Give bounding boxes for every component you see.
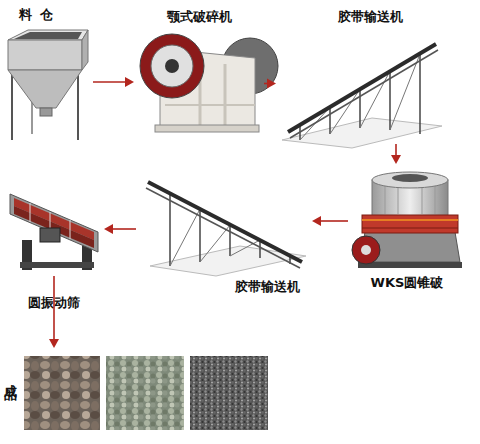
cone-crusher-drawing [352, 172, 462, 268]
hopper-drawing-part [14, 32, 82, 39]
arrow-line [93, 81, 127, 83]
arrow-head [267, 79, 276, 89]
jaw-crusher-drawing-part [224, 64, 227, 126]
hopper-drawing-part [77, 70, 79, 140]
belt-conveyor-drawing-part [288, 44, 436, 132]
cone-crusher-drawing-part [352, 236, 380, 264]
flow-arrow [93, 77, 134, 87]
cone-crusher-drawing-part [435, 182, 436, 214]
belt-conveyor-drawing-part [230, 240, 260, 256]
cone-crusher-drawing-part [358, 262, 462, 268]
jaw-crusher-drawing [140, 34, 278, 132]
hopper-drawing-part [8, 70, 82, 108]
node-label: WKS圆锥破 [352, 274, 462, 292]
node-label: 圆振动筛 [8, 294, 100, 312]
belt-conveyor-drawing-part [290, 50, 438, 138]
jaw-crusher-drawing-part [155, 125, 259, 132]
node-label: 胶带输送机 [300, 8, 440, 26]
cone-crusher-drawing-part [362, 228, 458, 229]
vibrating-screen-drawing-part [40, 228, 60, 242]
belt-conveyor-drawing-part [200, 225, 230, 262]
equipment-node: 圆振动筛 [8, 188, 100, 272]
cone-crusher-drawing-part [372, 172, 448, 188]
hopper-drawing-part [40, 108, 52, 116]
arrow-line [264, 83, 269, 85]
vibrating-screen-drawing-part [14, 206, 94, 248]
belt-conveyor-drawing-part [170, 209, 200, 266]
arrow-head [312, 216, 321, 226]
belt-conveyor-drawing-part [329, 107, 331, 134]
belt-conveyor-drawing-part [390, 54, 420, 130]
belt-conveyor-drawing-part [389, 71, 391, 130]
product-samples-part [190, 356, 268, 430]
belt-conveyor-drawing-part [146, 188, 300, 268]
flow-arrow [104, 224, 136, 234]
node-label: 颚式破碎机 [138, 8, 260, 26]
arrow-line [53, 276, 55, 341]
flow-arrow [264, 79, 276, 89]
belt-conveyor-drawing-part [359, 89, 361, 128]
product-samples-part [24, 356, 100, 430]
hopper-drawing-part [8, 40, 82, 70]
equipment-node: 成品 [2, 352, 274, 432]
jaw-crusher-drawing-part [151, 45, 193, 87]
belt-conveyor-drawing-part [419, 54, 421, 134]
hopper-drawing-part [11, 70, 13, 140]
belt-conveyor-drawing-part [169, 193, 171, 266]
product-samples-part [106, 356, 184, 430]
belt-conveyor-drawing-part [148, 182, 302, 262]
equipment-node: 颚式破碎机 [138, 32, 260, 132]
arrow-line [319, 220, 348, 222]
hopper-drawing-part [82, 30, 88, 70]
vibrating-screen-drawing-part [30, 203, 31, 222]
arrow-head [104, 224, 113, 234]
arrow-head [125, 77, 134, 87]
node-label: 胶带输送机 [212, 278, 322, 296]
jaw-crusher-drawing-part [140, 34, 204, 98]
cone-crusher-drawing-part [361, 245, 371, 255]
equipment-node: 胶带输送机 [140, 172, 308, 270]
node-label: 成品 [2, 374, 18, 382]
vibrating-screen-drawing-part [10, 194, 98, 252]
flow-arrow [312, 216, 348, 226]
vibrating-screen-drawing-part [20, 262, 94, 268]
equipment-node: 料仓 [5, 30, 89, 140]
cone-crusher-drawing-part [362, 219, 458, 221]
equipment-node: WKS圆锥破 [352, 168, 462, 270]
belt-conveyor-drawing [146, 182, 306, 276]
cone-crusher-drawing-part [385, 182, 386, 214]
jaw-crusher-drawing-part [165, 104, 255, 106]
arrow-line [111, 228, 136, 230]
jaw-crusher-drawing-part [165, 59, 179, 73]
product-samples [24, 356, 268, 430]
vibrating-screen-drawing-part [70, 220, 71, 239]
hopper-drawing [8, 30, 88, 140]
cone-crusher-drawing-part [392, 174, 428, 182]
belt-conveyor-drawing-part [229, 225, 231, 256]
hopper-drawing-part [8, 30, 88, 40]
arrow-head [391, 155, 401, 164]
arrow-head [49, 339, 59, 348]
flow-arrow [391, 144, 401, 164]
belt-conveyor-drawing [282, 44, 442, 148]
vibrating-screen-drawing [10, 194, 98, 270]
equipment-node: 胶带输送机 [280, 35, 440, 140]
cone-crusher-drawing-part [362, 215, 458, 233]
arrow-line [395, 144, 397, 157]
flow-arrow [49, 276, 59, 348]
node-label: 料仓 [5, 6, 75, 24]
